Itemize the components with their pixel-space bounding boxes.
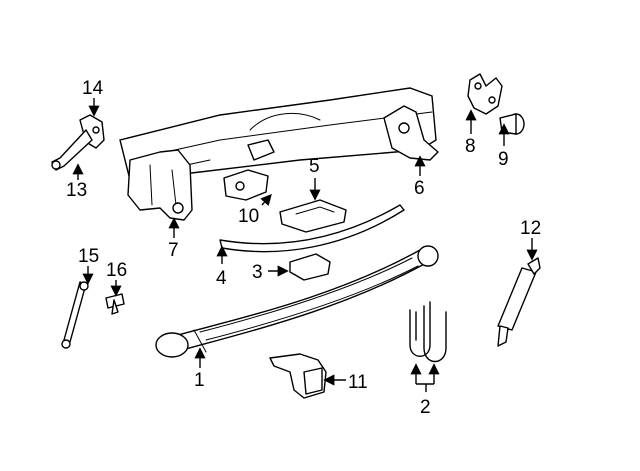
callout-label-3: 3 [252, 262, 263, 283]
stabilizer-link [61, 281, 89, 349]
rear-spring-hanger [383, 105, 439, 161]
spring-spacer-lower [289, 253, 331, 281]
bolt [105, 293, 125, 315]
callout-label-1: 1 [194, 370, 205, 391]
callouts: 1 2 3 4 5 6 7 8 9 10 11 12 [66, 78, 541, 418]
callout-label-6: 6 [414, 178, 425, 199]
shock-absorber [497, 257, 541, 347]
spring-spacer [279, 199, 347, 233]
front-spring-hanger [127, 149, 193, 221]
callout-label-8: 8 [465, 136, 476, 157]
callout-label-10: 10 [238, 206, 259, 227]
bracket-10 [223, 139, 275, 201]
bump-stop [269, 353, 327, 399]
callout-label-13: 13 [66, 180, 87, 201]
callout-label-16: 16 [106, 260, 127, 281]
callout-label-9: 9 [498, 149, 509, 170]
callout-label-4: 4 [216, 268, 227, 289]
callout-label-14: 14 [82, 78, 104, 99]
callout-label-7: 7 [168, 240, 179, 261]
spring-shackle [467, 73, 503, 115]
u-bolts [409, 301, 447, 363]
stabilizer-bracket [51, 114, 105, 171]
helper-leaf [219, 204, 405, 253]
callout-label-5: 5 [309, 156, 320, 177]
callout-label-11: 11 [348, 372, 368, 393]
callout-label-12: 12 [520, 218, 541, 239]
callout-label-15: 15 [78, 246, 99, 267]
leaf-spring [155, 245, 439, 358]
callout-label-2: 2 [420, 397, 431, 418]
